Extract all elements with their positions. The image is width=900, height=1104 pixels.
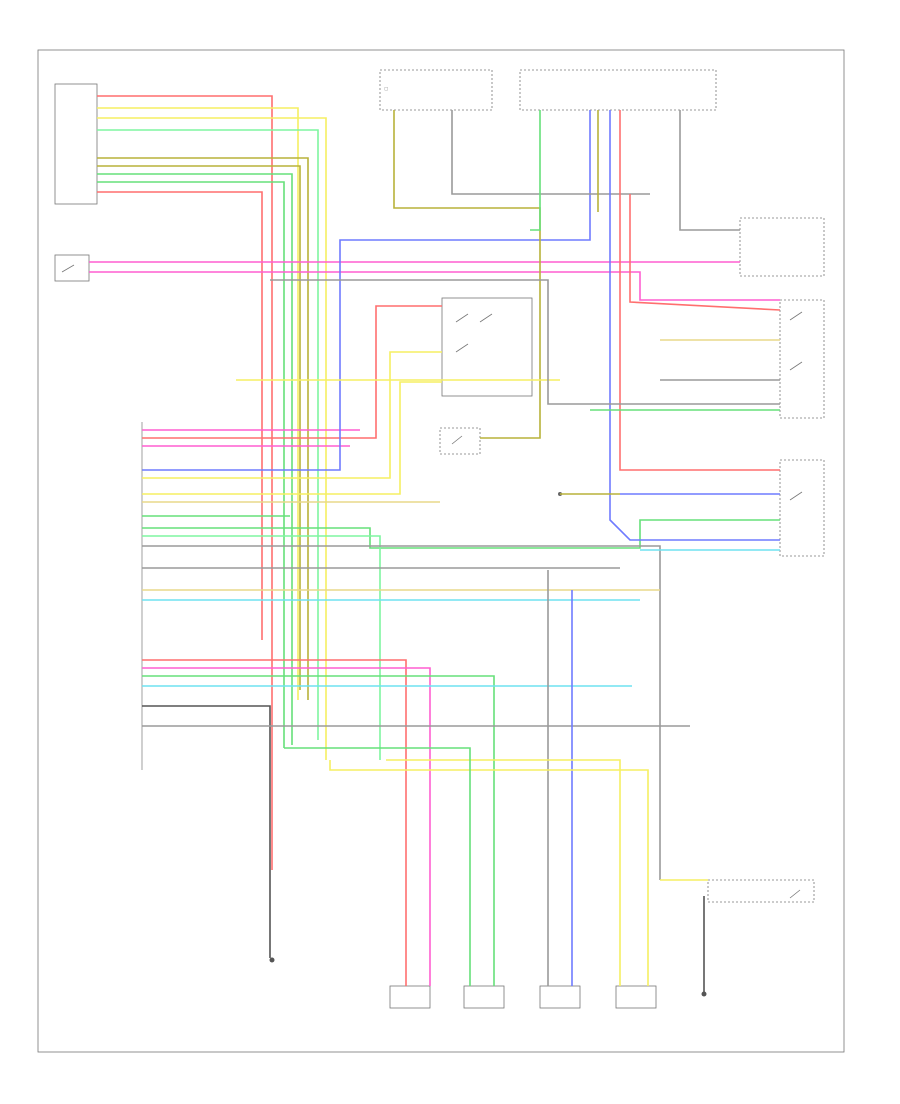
relay-right xyxy=(739,217,825,277)
strut-actuator-lr xyxy=(463,985,505,1009)
svg-text:▢: ▢ xyxy=(384,87,388,92)
fuse-box-left: ▢ xyxy=(379,69,493,111)
top-left-module xyxy=(54,83,98,205)
ride-sensor xyxy=(439,427,481,455)
rear-switch-box xyxy=(779,459,825,557)
strut-actuator-rr xyxy=(615,985,657,1009)
diagram-frame xyxy=(37,49,845,1053)
center-module xyxy=(441,297,533,397)
strut-actuator-lf xyxy=(389,985,431,1009)
mode-switch xyxy=(779,299,825,419)
brake-switch xyxy=(54,254,90,282)
ground-right xyxy=(701,991,707,997)
fuse-box-right xyxy=(519,69,717,111)
wires xyxy=(89,95,781,992)
rear-height-switch xyxy=(707,879,815,903)
ground-left xyxy=(269,957,275,963)
strut-actuator-rf xyxy=(539,985,581,1009)
